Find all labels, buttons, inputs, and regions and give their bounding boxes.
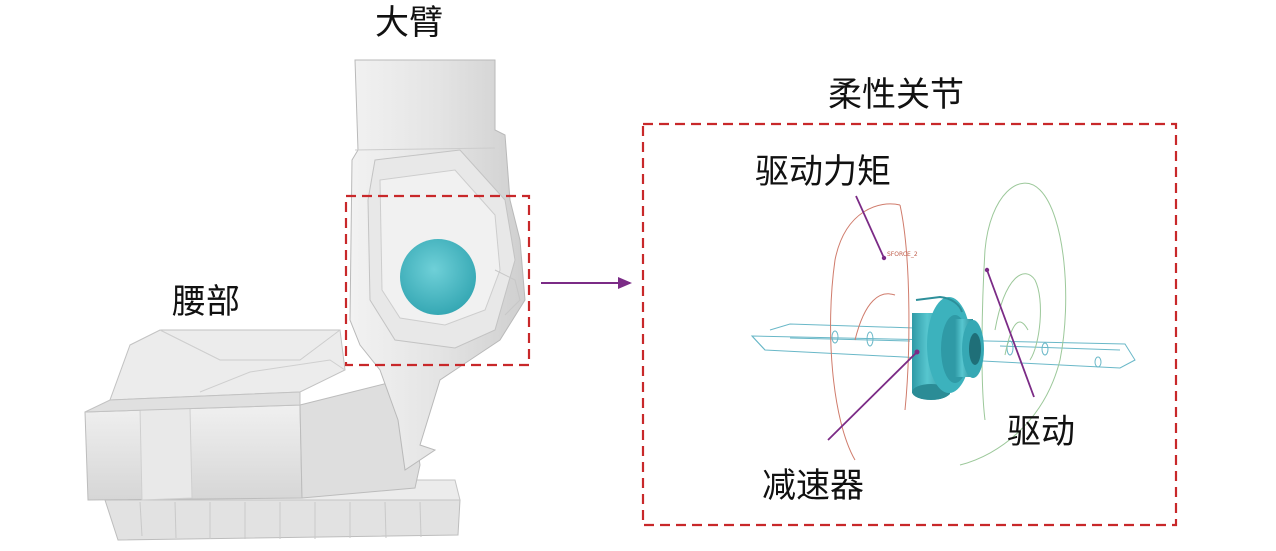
leader-reducer	[827, 351, 918, 441]
robot-icon	[84, 59, 526, 541]
label-upper-arm: 大臂	[375, 3, 443, 43]
label-reducer: 减速器	[762, 466, 864, 506]
joint-marker-icon	[400, 239, 476, 315]
callout-leaders	[827, 195, 1035, 441]
leader-drive	[986, 269, 1035, 398]
robot-waist	[84, 329, 421, 501]
label-drive-torque: 驱动力矩	[755, 152, 891, 192]
reducer-cylinder-icon	[912, 295, 984, 400]
joint-model: SFORCE_2	[750, 182, 1136, 466]
label-drive: 驱动	[1007, 412, 1075, 452]
drive-torque-arcs	[830, 203, 910, 461]
reducer-dot	[914, 349, 920, 355]
sforce-tag: SFORCE_2	[887, 251, 918, 258]
leader-drive-torque	[855, 195, 885, 259]
flexible-joint-panel	[641, 122, 1178, 527]
label-waist: 腰部	[172, 282, 240, 322]
label-flexible-joint: 柔性关节	[828, 75, 964, 115]
